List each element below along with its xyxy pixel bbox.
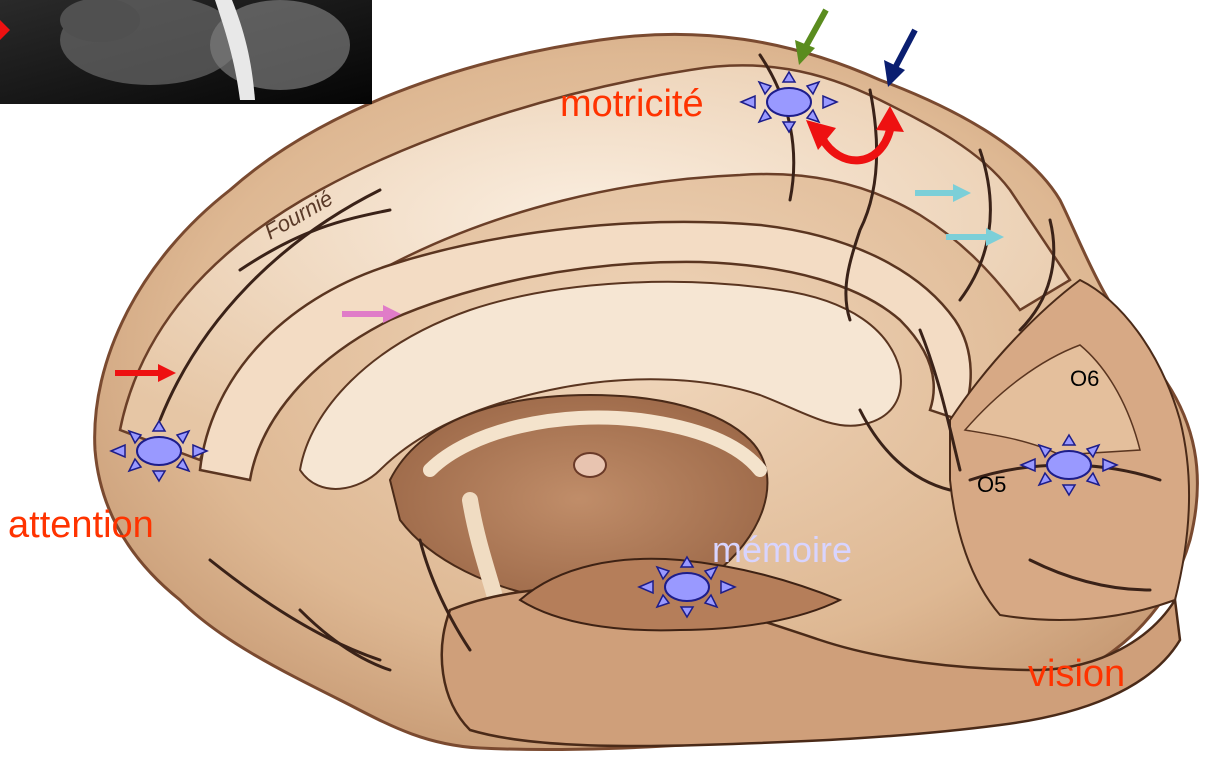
label-memoire: mémoire: [712, 529, 852, 570]
label-o5: O5: [977, 472, 1006, 497]
arrow-navy-icon: [884, 30, 915, 87]
mamillary-body: [574, 453, 606, 477]
label-motricite: motricité: [560, 83, 704, 125]
label-vision: vision: [1028, 653, 1125, 695]
label-attention: attention: [8, 504, 154, 546]
label-o6: O6: [1070, 366, 1099, 391]
inset-brain-scan: [0, 0, 372, 104]
